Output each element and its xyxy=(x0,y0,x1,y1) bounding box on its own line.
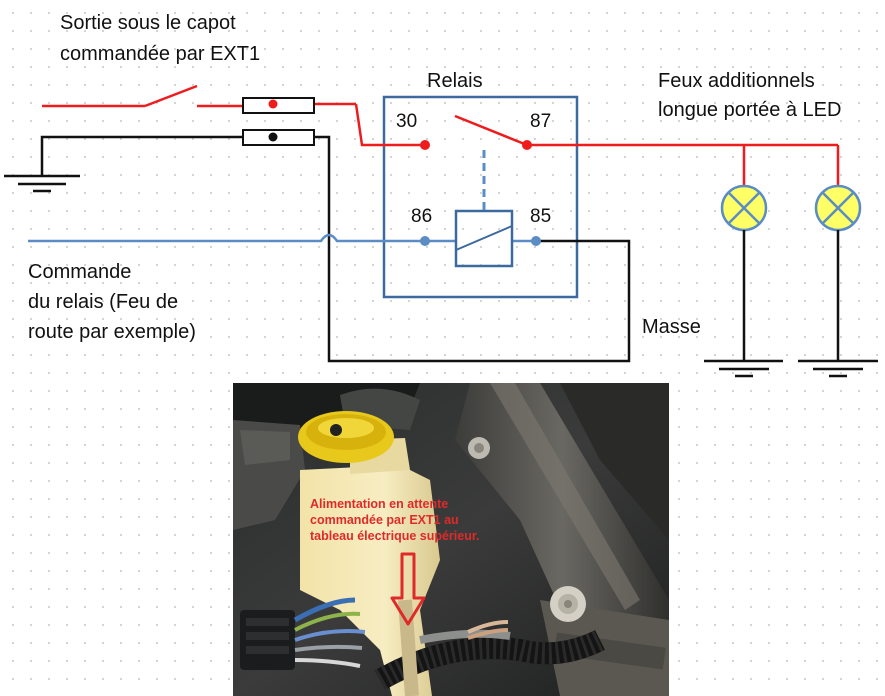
relay-contact xyxy=(454,114,528,147)
feux-label-line1: Feux additionnels xyxy=(658,70,815,92)
sortie-label-line1: Sortie sous le capot xyxy=(60,12,236,34)
pin-30-label: 30 xyxy=(396,111,417,132)
pin-86-terminal xyxy=(420,236,430,246)
annotation-line2: commandée par EXT1 au xyxy=(310,513,459,527)
sortie-label-line2: commandée par EXT1 xyxy=(60,43,260,65)
fuse-icon xyxy=(242,97,315,114)
down-arrow-icon xyxy=(390,552,426,626)
commande-label-line3: route par exemple) xyxy=(28,321,196,343)
ground-symbol-icon xyxy=(4,135,243,193)
relay-coil-icon xyxy=(454,209,514,268)
annotation-line3: tableau électrique supérieur. xyxy=(310,529,480,543)
ground-symbol-icon xyxy=(704,230,783,378)
wiring-diagram: Sortie sous le capot commandée par EXT1 … xyxy=(4,12,878,378)
pin-85-label: 85 xyxy=(530,206,551,227)
lamp-icon xyxy=(814,184,862,232)
pin-86-label: 86 xyxy=(411,206,432,227)
ground-wire xyxy=(314,135,631,363)
pin-87-terminal xyxy=(522,140,532,150)
switch-icon xyxy=(144,84,198,108)
pin-85-terminal xyxy=(531,236,541,246)
command-wire xyxy=(28,233,425,243)
pin-87-label: 87 xyxy=(530,111,551,132)
pin-30-terminal xyxy=(420,140,430,150)
relais-label: Relais xyxy=(427,70,483,92)
lamp-icon xyxy=(720,184,768,232)
commande-label-line2: du relais (Feu de xyxy=(28,291,178,313)
relay-box xyxy=(382,95,579,299)
commande-label-line1: Commande xyxy=(28,261,131,283)
masse-label: Masse xyxy=(642,316,701,338)
ground-symbol-icon xyxy=(798,230,878,378)
annotation-line1: Alimentation en attente xyxy=(310,497,448,511)
feux-label-line2: longue portée à LED xyxy=(658,99,841,121)
